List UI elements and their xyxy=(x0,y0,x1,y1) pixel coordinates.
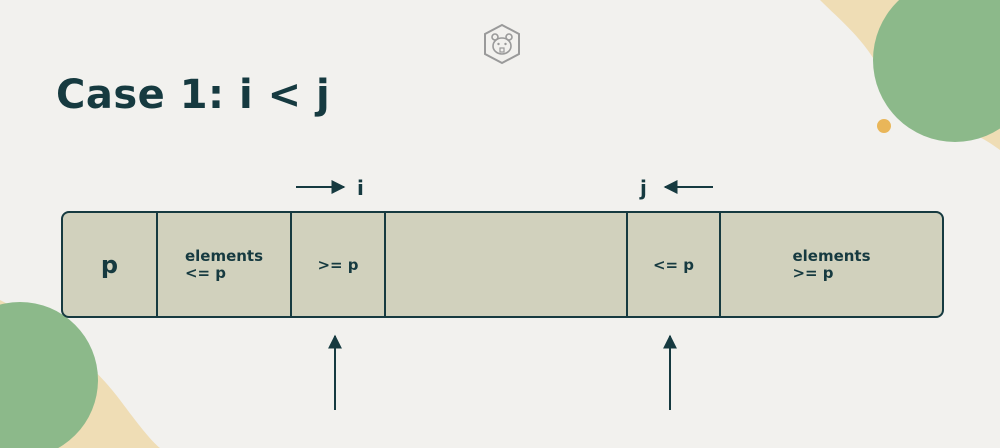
cell-line-2: <= p xyxy=(184,263,227,282)
cell-line-1: <= p xyxy=(652,255,695,274)
cell-line-2: >= p xyxy=(792,263,834,282)
unsorted-cell xyxy=(384,213,626,316)
cell-line-1: elements xyxy=(184,246,264,265)
elements-ge-p-cell: elements >= p xyxy=(719,213,942,316)
cell-line-1: elements xyxy=(792,246,871,265)
cell-line-1: >= p xyxy=(317,255,359,274)
ge-p-cell: >= p xyxy=(290,213,384,316)
array-bar: p elements <= p >= p <= p elements >= p xyxy=(61,211,944,318)
elements-le-p-cell: elements <= p xyxy=(156,213,290,316)
pointer-i-label: i xyxy=(357,176,364,200)
page-title: Case 1: i < j xyxy=(56,72,331,118)
pointer-j-label: j xyxy=(640,176,647,200)
pivot-cell: p xyxy=(63,213,156,316)
beaver-logo-icon xyxy=(484,23,520,65)
pivot-label: p xyxy=(100,250,119,279)
le-p-cell: <= p xyxy=(626,213,719,316)
